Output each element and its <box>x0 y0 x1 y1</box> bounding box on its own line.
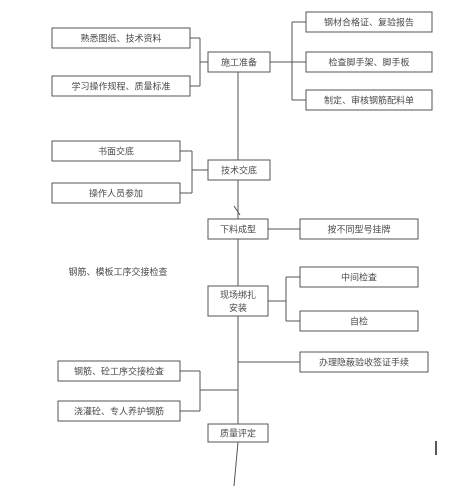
box-hidden-works-label: 办理隐蔽验收签证手续 <box>319 357 409 369</box>
box-tech-briefing-label: 技术交底 <box>221 165 257 177</box>
box-written-briefing <box>51 140 181 162</box>
box-mid-check <box>299 266 419 288</box>
box-cutting <box>207 218 269 240</box>
box-pour-protect <box>57 400 181 422</box>
box-concrete-check-label: 钢筋、砼工序交接检查 <box>74 366 164 378</box>
box-cutting-label: 下料成型 <box>220 224 256 236</box>
box-self-check-label: 自检 <box>350 316 368 328</box>
box-quality-label: 质量评定 <box>220 428 256 440</box>
left-column: 熟悉图纸、技术资料 学习操作规程、质量标准 书面交底 操作人员参加 钢筋、模板工… <box>51 27 191 422</box>
box-tech-briefing <box>207 159 271 181</box>
box-hidden-works <box>299 351 429 373</box>
box-procedures-label: 学习操作规程、质量标准 <box>71 81 170 93</box>
box-onsite-label-line2: 安装 <box>229 302 247 314</box>
box-preparation <box>207 51 271 73</box>
box-preparation-label: 施工准备 <box>221 57 257 69</box>
box-mid-check-label: 中间检查 <box>341 272 377 284</box>
box-concrete-check <box>57 360 181 382</box>
box-certificates <box>305 11 433 33</box>
box-tagging <box>299 218 419 240</box>
main-column: 施工准备 技术交底 下料成型 现场绑扎 安装 质量评定 <box>207 51 271 443</box>
box-quality <box>207 423 269 443</box>
formwork-check-label: 钢筋、模板工序交接检查 <box>68 266 167 278</box>
box-pour-protect-label: 浇灌砼、专人养护钢筋 <box>74 406 164 418</box>
box-operators-join-label: 操作人员参加 <box>89 188 143 200</box>
box-onsite-label-line1: 现场绑扎 <box>220 289 256 301</box>
spine-mark <box>233 205 241 216</box>
box-procedures <box>51 75 191 97</box>
box-onsite <box>207 285 269 317</box>
box-operators-join <box>51 182 181 204</box>
box-written-briefing-label: 书面交底 <box>98 146 134 158</box>
box-self-check <box>299 310 419 332</box>
box-drawings <box>51 27 191 49</box>
box-rebar-list <box>305 89 433 111</box>
box-tagging-label: 按不同型号挂牌 <box>327 224 390 236</box>
box-rebar-list-label: 制定、审核钢筋配料单 <box>324 95 414 107</box>
box-certificates-label: 钢材合格证、复验报告 <box>324 17 414 29</box>
box-drawings-label: 熟悉图纸、技术资料 <box>80 33 161 45</box>
connectors <box>180 21 306 487</box>
right-column: 钢材合格证、复验报告 检查脚手架、脚手板 制定、审核钢筋配料单 按不同型号挂牌 … <box>299 11 433 373</box>
spine-tail <box>233 441 239 487</box>
box-scaffold-check-label: 检查脚手架、脚手板 <box>328 57 409 69</box>
box-scaffold-check <box>305 51 433 73</box>
